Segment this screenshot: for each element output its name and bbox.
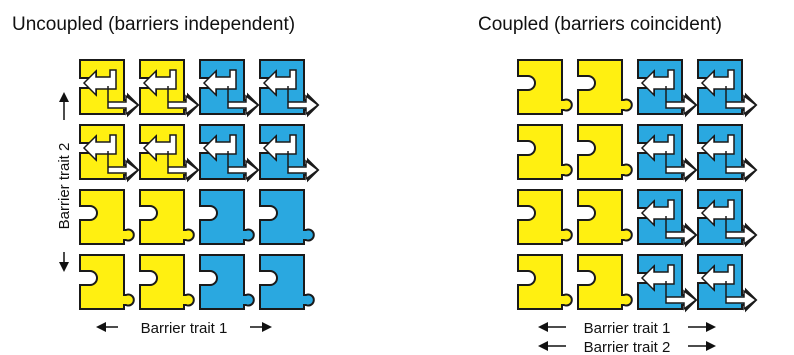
arrow-right-icon xyxy=(227,151,260,181)
uncoupled-grid xyxy=(79,59,320,310)
piece-blue-with-arrows xyxy=(637,124,698,183)
piece-blue xyxy=(259,254,315,310)
arrow-right-icon xyxy=(706,322,716,332)
piece-body xyxy=(139,254,195,310)
arrow-right-icon xyxy=(227,86,260,116)
arrow-right-icon xyxy=(725,216,758,246)
arrow-left-icon xyxy=(538,341,548,351)
arrow-right-icon xyxy=(287,86,320,116)
piece-blue xyxy=(199,189,255,245)
piece-blue-with-arrows xyxy=(259,124,320,183)
piece-blue-with-arrows xyxy=(199,124,260,183)
arrow-right-icon xyxy=(107,86,140,116)
piece-yellow xyxy=(79,254,135,310)
uncoupled-panel: Uncoupled (barriers independent) Barrier… xyxy=(12,14,320,337)
arrow-right-icon xyxy=(665,86,698,116)
piece-blue-with-arrows xyxy=(697,189,758,248)
arrow-right-icon xyxy=(262,322,272,332)
piece-body xyxy=(517,59,573,115)
piece-blue xyxy=(259,189,315,245)
piece-yellow xyxy=(577,59,633,115)
arrow-up-icon xyxy=(59,92,69,102)
piece-blue-with-arrows xyxy=(637,254,698,313)
arrow-right-icon xyxy=(107,151,140,181)
x-axis-barrier-trait-1: Barrier trait 1 xyxy=(96,320,272,337)
piece-body xyxy=(577,124,633,180)
coupled-title: Coupled (barriers coincident) xyxy=(478,14,722,35)
arrow-right-icon xyxy=(665,281,698,311)
arrow-right-icon xyxy=(665,151,698,181)
piece-yellow xyxy=(517,189,573,245)
piece-yellow xyxy=(517,124,573,180)
piece-body xyxy=(577,189,633,245)
arrow-down-icon xyxy=(59,262,69,272)
piece-yellow xyxy=(517,59,573,115)
piece-yellow xyxy=(577,254,633,310)
piece-body xyxy=(259,254,315,310)
y-axis-label: Barrier trait 2 xyxy=(56,143,73,230)
x-axis-label-2: Barrier trait 2 xyxy=(584,339,671,355)
arrow-right-icon xyxy=(665,216,698,246)
piece-body xyxy=(577,254,633,310)
piece-yellow xyxy=(139,254,195,310)
arrow-right-icon xyxy=(287,151,320,181)
piece-blue-with-arrows xyxy=(697,124,758,183)
piece-body xyxy=(517,124,573,180)
arrow-right-icon xyxy=(167,86,200,116)
piece-yellow xyxy=(79,189,135,245)
arrow-left-icon xyxy=(538,322,548,332)
piece-body xyxy=(199,189,255,245)
piece-body xyxy=(577,59,633,115)
coupled-grid xyxy=(517,59,758,313)
arrow-right-icon xyxy=(725,86,758,116)
x-axis-label: Barrier trait 1 xyxy=(141,320,228,337)
uncoupled-title: Uncoupled (barriers independent) xyxy=(12,14,295,35)
piece-yellow-with-arrows xyxy=(79,59,140,118)
piece-yellow xyxy=(577,189,633,245)
arrow-right-icon xyxy=(167,151,200,181)
piece-yellow xyxy=(139,189,195,245)
piece-yellow-with-arrows xyxy=(79,124,140,183)
piece-body xyxy=(139,189,195,245)
piece-yellow-with-arrows xyxy=(139,124,200,183)
arrow-right-icon xyxy=(725,281,758,311)
piece-yellow xyxy=(577,124,633,180)
piece-blue xyxy=(199,254,255,310)
piece-yellow xyxy=(517,254,573,310)
piece-body xyxy=(259,189,315,245)
piece-body xyxy=(79,254,135,310)
piece-yellow-with-arrows xyxy=(139,59,200,118)
arrow-right-icon xyxy=(706,341,716,351)
coupled-panel: Coupled (barriers coincident) Barrier tr… xyxy=(478,14,758,355)
x-axis-label-1: Barrier trait 1 xyxy=(584,320,671,337)
piece-body xyxy=(517,254,573,310)
piece-blue-with-arrows xyxy=(259,59,320,118)
y-axis-barrier-trait-2: Barrier trait 2 xyxy=(56,92,73,272)
piece-blue-with-arrows xyxy=(637,59,698,118)
piece-blue-with-arrows xyxy=(637,189,698,248)
arrow-left-icon xyxy=(96,322,106,332)
piece-body xyxy=(199,254,255,310)
piece-blue-with-arrows xyxy=(697,254,758,313)
piece-body xyxy=(517,189,573,245)
piece-blue-with-arrows xyxy=(199,59,260,118)
x-axis-coupled: Barrier trait 1 Barrier trait 2 xyxy=(538,320,716,355)
piece-blue-with-arrows xyxy=(697,59,758,118)
arrow-right-icon xyxy=(725,151,758,181)
piece-body xyxy=(79,189,135,245)
